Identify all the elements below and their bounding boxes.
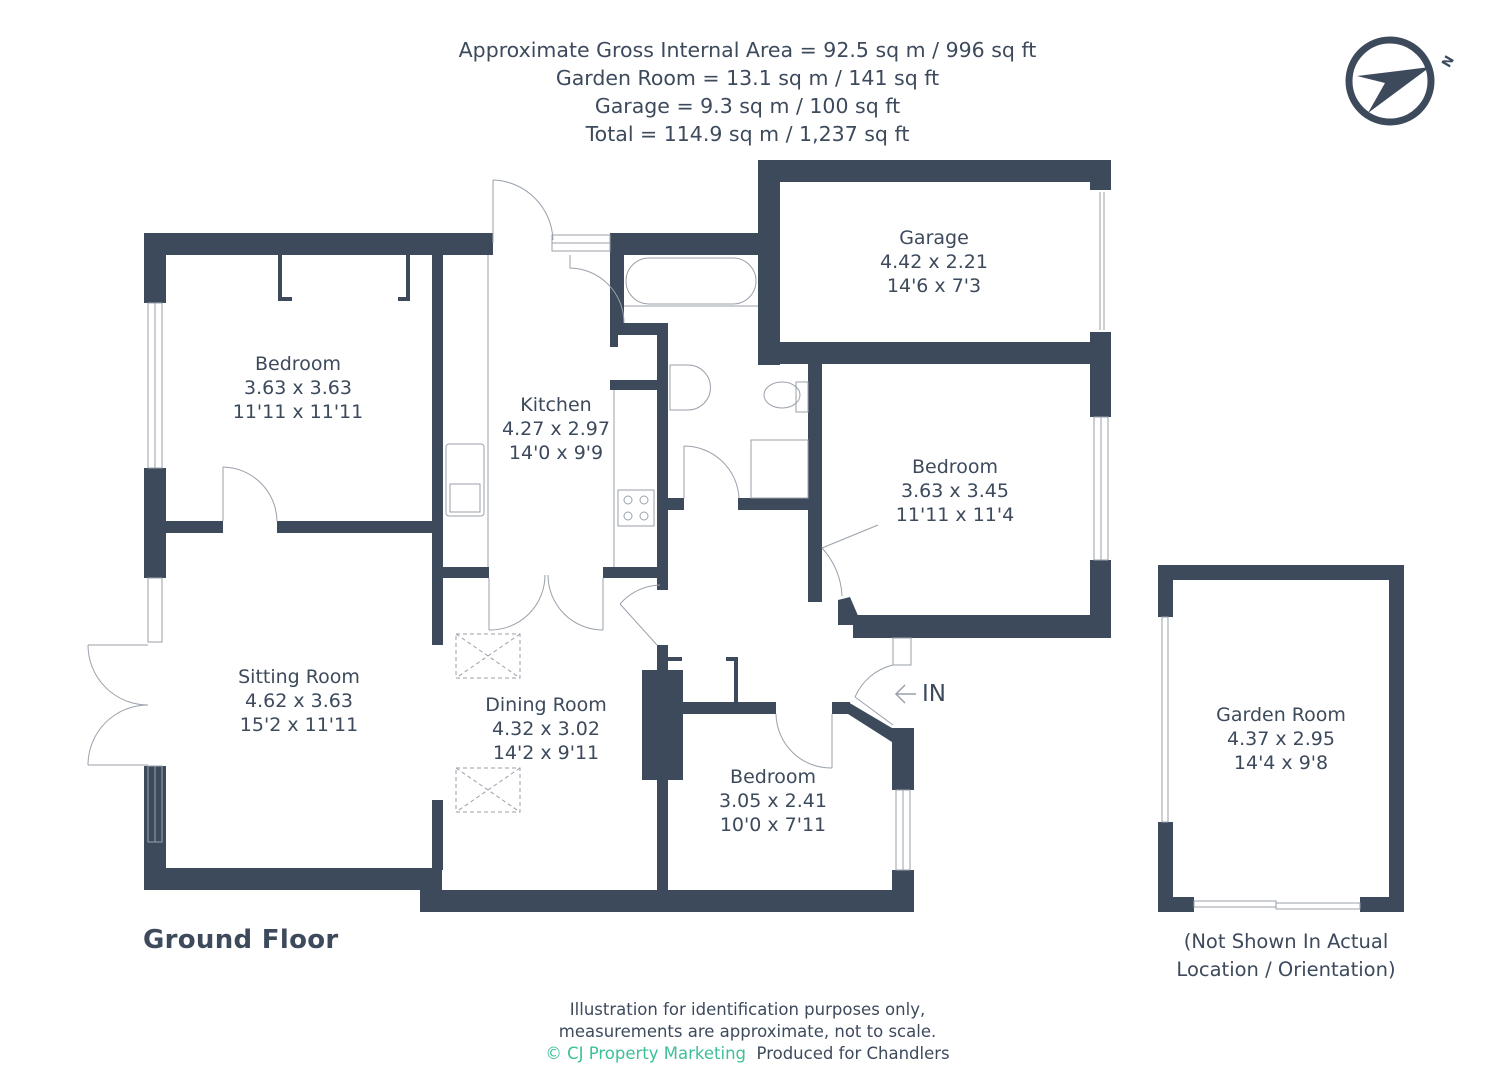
room-imperial: 11'11 x 11'4 [895,504,1015,526]
room-kitchen: Kitchen 4.27 x 2.97 14'0 x 9'9 [502,393,610,465]
room-bedroom-2: Bedroom 3.63 x 3.45 11'11 x 11'4 [896,455,1014,527]
room-name: Dining Room [485,694,607,716]
walls [144,160,1404,912]
room-name: Bedroom [912,456,998,478]
total-area: Total = 114.9 sq m / 1,237 sq ft [585,122,910,146]
svg-text:N: N [1439,53,1457,70]
garden-room-area: Garden Room = 13.1 sq m / 141 sq ft [555,66,940,90]
room-name: Bedroom [730,766,816,788]
room-metric: 4.42 x 2.21 [880,251,988,273]
room-metric: 4.27 x 2.97 [502,418,610,440]
gross-internal-area: Approximate Gross Internal Area = 92.5 s… [458,38,1037,62]
disclaimer-line-2: measurements are approximate, not to sca… [558,1022,937,1041]
floor-title: Ground Floor [143,925,339,955]
footer: Illustration for identification purposes… [0,999,1495,1065]
room-imperial: 14'6 x 7'3 [886,275,982,297]
skylights [455,633,521,813]
room-imperial: 10'0 x 7'11 [719,814,827,836]
room-name: Garage [899,227,969,249]
room-name: Sitting Room [238,666,360,688]
disclaimer-line-1: Illustration for identification purposes… [569,1000,926,1019]
entrance-arrow-icon [894,684,916,704]
room-bedroom-1: Bedroom 3.63 x 3.63 11'11 x 11'11 [233,352,363,424]
room-imperial: 14'2 x 9'11 [492,742,600,764]
fixtures [87,179,1361,910]
room-imperial: 14'4 x 9'8 [1233,752,1329,774]
brand-credit: © CJ Property Marketing [545,1044,747,1063]
area-summary: Approximate Gross Internal Area = 92.5 s… [0,36,1495,148]
room-name: Kitchen [520,394,592,416]
note-line: (Not Shown In Actual [1183,930,1389,953]
room-metric: 3.63 x 3.45 [901,480,1009,502]
produced-for: Produced for Chandlers [756,1044,950,1063]
credits: © CJ Property Marketing Produced for Cha… [0,1043,1495,1065]
garage-area: Garage = 9.3 sq m / 100 sq ft [594,94,901,118]
compass-north-icon: N [1345,36,1458,126]
room-metric: 3.05 x 2.41 [719,790,827,812]
room-metric: 4.62 x 3.63 [245,690,353,712]
room-metric: 4.37 x 2.95 [1227,728,1335,750]
note-line: Location / Orientation) [1176,958,1396,981]
room-metric: 4.32 x 3.02 [492,718,600,740]
room-garage: Garage 4.42 x 2.21 14'6 x 7'3 [880,226,988,298]
entrance-label: IN [922,681,946,707]
room-dining-room: Dining Room 4.32 x 3.02 14'2 x 9'11 [485,693,606,765]
room-imperial: 15'2 x 11'11 [239,714,359,736]
room-name: Bedroom [255,353,341,375]
room-bedroom-3: Bedroom 3.05 x 2.41 10'0 x 7'11 [719,765,827,837]
room-imperial: 14'0 x 9'9 [508,442,604,464]
room-name: Garden Room [1216,704,1346,726]
room-garden-room: Garden Room 4.37 x 2.95 14'4 x 9'8 [1216,703,1346,775]
room-metric: 3.63 x 3.63 [244,377,352,399]
room-imperial: 11'11 x 11'11 [232,401,364,423]
garden-room-note: (Not Shown In Actual Location / Orientat… [1176,928,1395,984]
room-sitting-room: Sitting Room 4.62 x 3.63 15'2 x 11'11 [238,665,360,737]
